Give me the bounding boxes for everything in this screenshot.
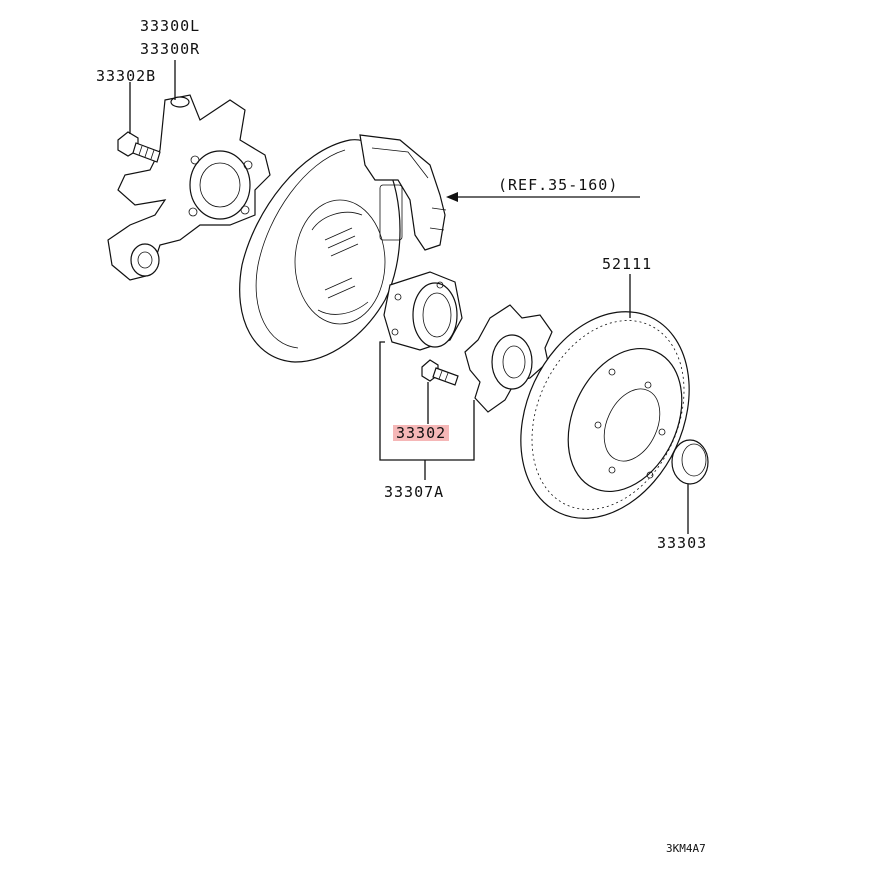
brake-caliper[interactable] [359, 134, 447, 251]
hub-cap[interactable] [671, 439, 709, 485]
backing-plate[interactable] [239, 139, 401, 363]
diagram-code: 3KM4A7 [666, 842, 706, 855]
label-hub-bolt: 33302 [393, 425, 450, 441]
brake-disc[interactable] [489, 284, 722, 546]
hub-bolt[interactable] [421, 359, 459, 386]
hub-bearing-assembly[interactable] [383, 271, 463, 351]
label-hub-assembly: 33307A [384, 483, 445, 501]
hub-flange[interactable] [464, 304, 553, 413]
label-knuckle-right: 33300R [140, 40, 201, 58]
label-knuckle-bolt: 33302B [96, 67, 157, 85]
knuckle-bolt[interactable] [117, 131, 161, 163]
steering-knuckle[interactable] [107, 94, 271, 281]
label-hub-cap: 33303 [657, 534, 708, 552]
label-caliper-ref: (REF.35-160) [498, 176, 619, 194]
label-brake-disc: 52111 [602, 255, 653, 273]
label-knuckle-left: 33300L [140, 17, 201, 35]
leader-lines [129, 60, 689, 534]
